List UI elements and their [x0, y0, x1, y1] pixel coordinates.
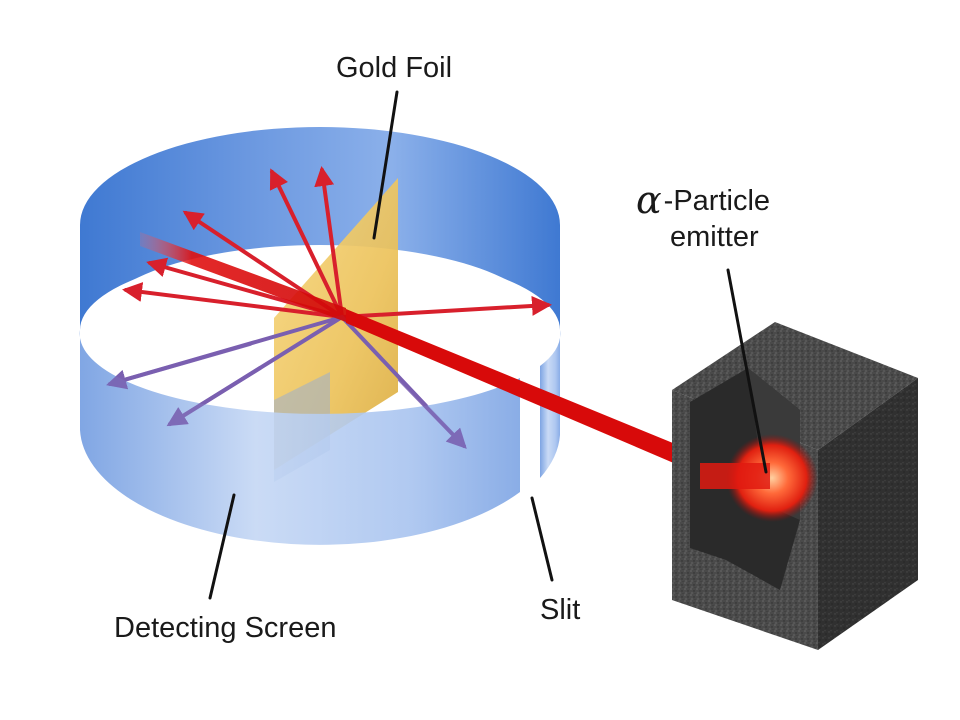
- detecting-screen-front-wall-left: [79, 330, 521, 545]
- emitter-top-face: [672, 322, 918, 450]
- label-emitter: emitter: [670, 221, 759, 253]
- leader-detecting-screen: [208, 493, 236, 600]
- emitter-barrel-beam: [700, 463, 770, 489]
- leader-emitter: [726, 268, 768, 474]
- emitter-right-face: [818, 378, 918, 650]
- label-detecting-screen: Detecting Screen: [114, 612, 337, 644]
- leader-lines: [208, 90, 768, 600]
- deflected-arrows-purple-front: [106, 342, 467, 449]
- alpha-symbol: α: [636, 178, 662, 222]
- alpha-particle-beam-incoming: [346, 309, 690, 470]
- alpha-particle-emitter: [672, 322, 918, 650]
- label-alpha-particle-emitter: α-Particle emitter: [636, 181, 771, 255]
- leader-slit: [530, 496, 554, 582]
- emitter-source-glow: [726, 434, 818, 522]
- label-gold-foil: Gold Foil: [336, 52, 453, 84]
- leader-gold-foil: [372, 90, 399, 240]
- label-particle: -Particle: [663, 185, 771, 217]
- detecting-screen-back-wall: [80, 127, 560, 330]
- alpha-particle-beam: [140, 232, 346, 322]
- label-slit: Slit: [540, 594, 581, 626]
